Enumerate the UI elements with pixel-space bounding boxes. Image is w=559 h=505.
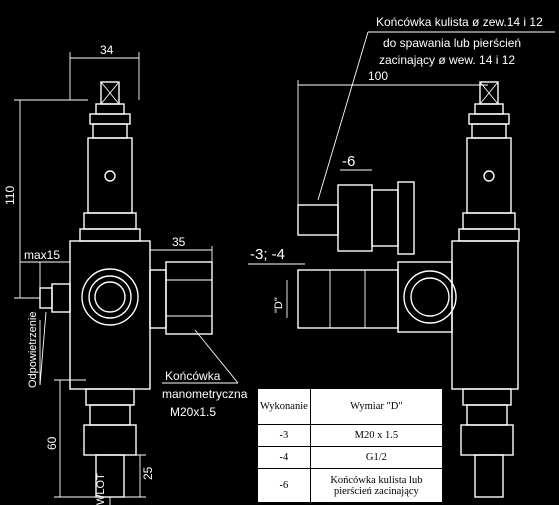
koncowka-line-1: Końcówka	[165, 369, 221, 383]
table-cell: -4	[257, 446, 311, 469]
spec-line-2: do spawania lub pierścień	[383, 36, 521, 50]
spec-line-1: Końcówka kulista ø zew.14 i 12	[376, 15, 543, 29]
dim-100: 100	[368, 69, 388, 83]
odpowietrzenie-label: Odpowietrzenie	[27, 312, 39, 388]
spec-line-3: zacinający ø wew. 14 i 12	[379, 53, 515, 67]
dim-35: 35	[172, 235, 186, 249]
dim-d-label: "D"	[273, 297, 285, 313]
variant-3-4-label: -3; -4	[250, 246, 285, 263]
table-cell: M20 x 1.5	[309, 424, 444, 447]
dim-max15: max15	[24, 248, 60, 262]
dim-60: 60	[45, 436, 59, 450]
table-row: -6 Końcówka kulista lub pierścień zacina…	[257, 468, 444, 503]
variant-table: Wykonanie Wymiar "D" -3 M20 x 1.5 -4 G1/…	[257, 388, 444, 503]
dim-110: 110	[3, 186, 17, 205]
table-row: -4 G1/2	[257, 446, 444, 469]
table-header-wymiar: Wymiar "D"	[309, 388, 444, 425]
koncowka-line-2: manometryczna	[162, 387, 248, 401]
table-cell: -6	[257, 468, 311, 503]
koncowka-line-3: M20x1.5	[170, 405, 216, 419]
variant-6-label: -6	[342, 153, 355, 170]
right-valve-view	[248, 31, 555, 498]
wlot-label: WLOT	[95, 473, 107, 505]
left-valve-view	[14, 52, 239, 505]
table-cell: G1/2	[309, 446, 444, 469]
dim-34: 34	[100, 43, 114, 57]
table-cell: -3	[257, 424, 311, 447]
table-header-wykonanie: Wykonanie	[257, 388, 311, 425]
table-cell: Końcówka kulista lub pierścień zacinając…	[309, 468, 444, 503]
table-row: -3 M20 x 1.5	[257, 424, 444, 447]
dim-25: 25	[141, 466, 155, 480]
